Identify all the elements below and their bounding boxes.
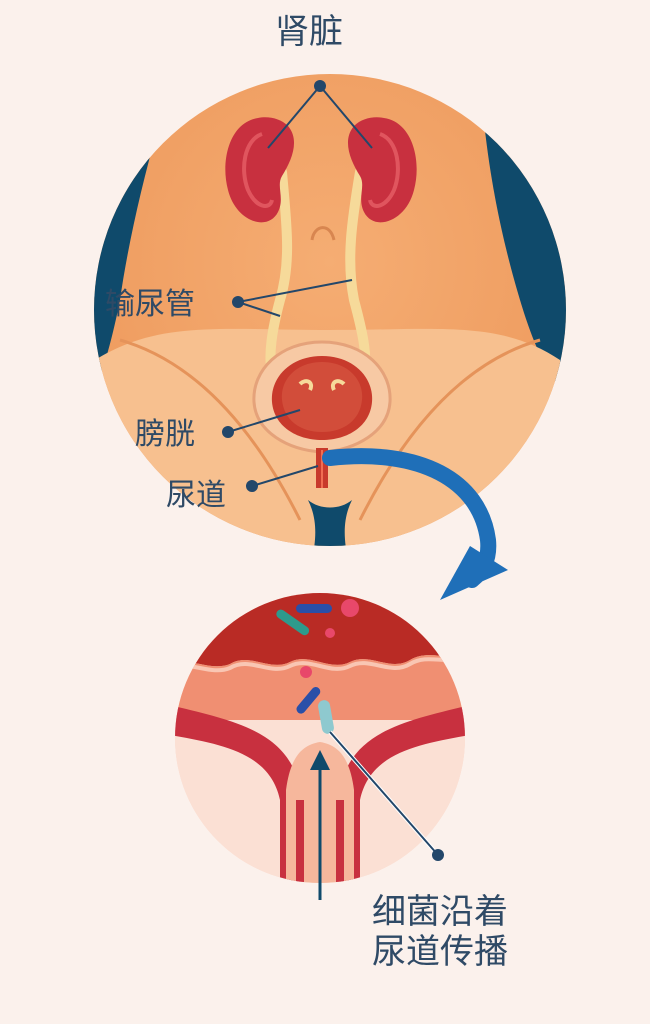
right-ureter (345, 167, 371, 380)
bladder-label: 膀胱 (135, 417, 195, 452)
navel (310, 226, 336, 241)
left-ureter (265, 167, 293, 380)
bacterium (318, 700, 334, 734)
left-kidney (225, 117, 295, 223)
bacteria-label-line2: 尿道传播 (372, 932, 508, 972)
kidney-label: 肾脏 (275, 12, 343, 52)
bacterium (296, 604, 332, 613)
bladder (252, 340, 392, 488)
bacterium (300, 666, 312, 678)
zoom-arrow (322, 448, 508, 600)
right-kidney (347, 117, 417, 223)
urethra-label: 尿道 (166, 478, 226, 513)
bacteria-spread-label: 细菌沿着 尿道传播 (372, 892, 508, 972)
bacterium (325, 628, 335, 638)
bacterium (276, 609, 310, 636)
leg-gap (308, 500, 352, 546)
leader-lines (222, 80, 444, 861)
bacterium (341, 599, 359, 617)
ureter-label: 输尿管 (105, 287, 195, 322)
bacteria-label-line1: 细菌沿着 (372, 892, 508, 932)
bacterium (296, 687, 321, 714)
upward-arrow (310, 750, 330, 900)
